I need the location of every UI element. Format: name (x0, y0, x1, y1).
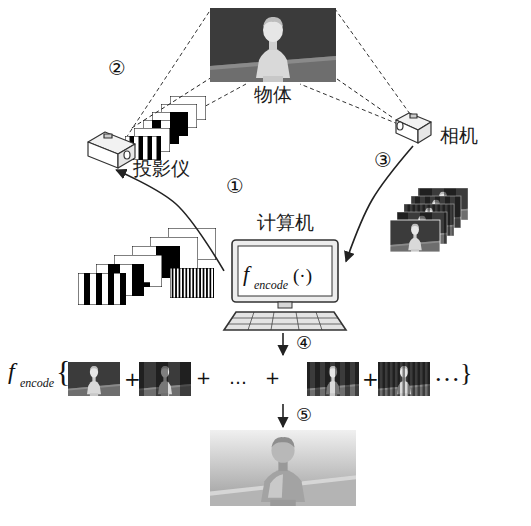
step-arrow (282, 333, 284, 355)
frustum-lines (126, 9, 410, 146)
encoded-image (139, 362, 191, 396)
camera-device: 相机 (392, 110, 434, 146)
control-arrow (116, 170, 224, 271)
plus-sign: + (124, 369, 141, 389)
projection-ray (132, 78, 210, 128)
projector-lens (124, 151, 130, 159)
projector-side (88, 142, 118, 168)
step-number: ④ (296, 334, 312, 352)
encoded-stripes (307, 362, 359, 396)
camera-icon (396, 113, 431, 143)
brace: { (56, 356, 70, 386)
ellipsis-brace: …} (434, 360, 472, 386)
camera-button (410, 114, 417, 118)
plus-ellipsis: +…+ (196, 369, 298, 387)
pattern-stack (78, 228, 216, 305)
pattern-frame (170, 268, 214, 298)
view-ray (336, 78, 392, 117)
encoded-stripes (378, 362, 430, 396)
encoded-image (307, 362, 359, 396)
callout-number: ③ (374, 150, 392, 170)
captured-stack (390, 188, 468, 252)
encoded-image (68, 362, 120, 396)
node-label: 计算机 (224, 212, 346, 233)
projector-knob (104, 134, 112, 138)
keyboard-keys (228, 312, 342, 330)
camera-back (418, 122, 431, 143)
monitor-stand (278, 302, 292, 308)
function-argument: (·) (293, 266, 312, 285)
projector-icon (88, 132, 135, 168)
formula-images (68, 362, 430, 396)
captured-image (390, 220, 440, 252)
object-image: 物体 (210, 8, 336, 82)
frustum-line (300, 84, 398, 124)
step-number: ⑤ (296, 406, 312, 424)
computer-icon (224, 240, 346, 330)
frustum-line (126, 9, 211, 138)
captured-border (390, 220, 440, 252)
step-arrow (282, 404, 284, 427)
monitor (232, 240, 338, 302)
key-column (316, 312, 322, 330)
projector-device: 投影仪 (85, 128, 137, 170)
frustum-line (335, 9, 410, 114)
key-column (248, 312, 254, 330)
key-column (271, 312, 274, 330)
pattern-frame (78, 273, 126, 305)
callout-number: ② (108, 58, 126, 78)
key-column (296, 312, 299, 330)
function-subscript: encode (20, 377, 54, 389)
pattern-stack (125, 96, 206, 160)
encoded-stripes (139, 362, 191, 396)
keyboard (224, 312, 346, 330)
function-name: f (8, 359, 15, 383)
plus-sign: + (362, 369, 379, 389)
camera-lens (397, 122, 403, 130)
encoded-image (378, 362, 430, 396)
capture-arrow (346, 146, 413, 262)
node-label: 相机 (440, 125, 478, 146)
key-row (228, 324, 342, 325)
projector-front (118, 144, 135, 168)
node-label: 投影仪 (133, 158, 190, 179)
key-row (232, 318, 338, 319)
reconstruction-image (210, 430, 356, 506)
function-subscript: encode (254, 279, 288, 291)
monitor-screen (238, 246, 332, 296)
function-name: f (243, 263, 249, 285)
camera-side (396, 120, 418, 143)
object-photo (210, 8, 336, 82)
node-label: 物体 (210, 84, 336, 105)
callout-number: ① (226, 176, 244, 196)
